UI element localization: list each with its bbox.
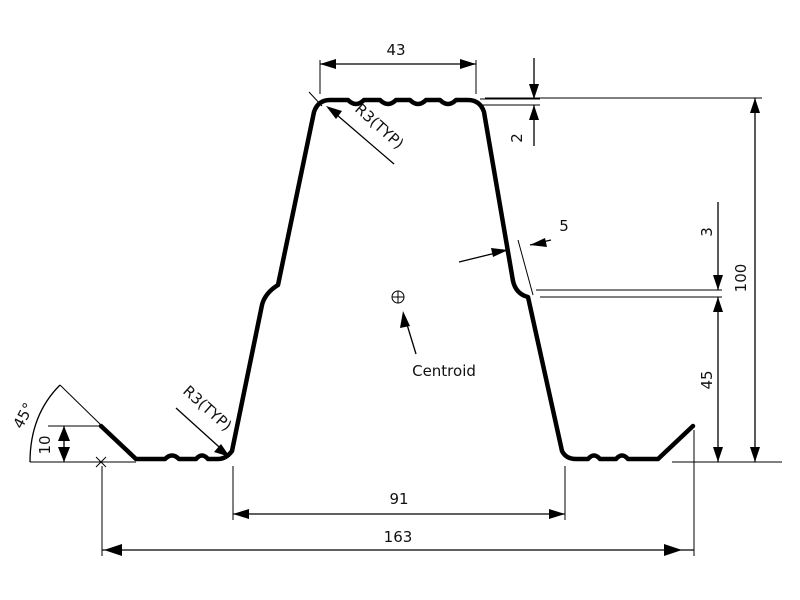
lower-height-label: 45 bbox=[698, 370, 716, 389]
dimension-lower-height bbox=[713, 297, 723, 462]
bottom-span-label: 91 bbox=[389, 490, 408, 508]
dimension-bottom-span bbox=[232, 466, 566, 520]
centroid-label: Centroid bbox=[412, 362, 476, 380]
edge-angle-label: 45° bbox=[9, 400, 37, 432]
edge-height-label: 10 bbox=[36, 435, 54, 454]
dimension-right-extensions bbox=[485, 97, 782, 463]
centroid-symbol-icon bbox=[391, 290, 405, 304]
bottom-radius-label: R3(TYP) bbox=[179, 382, 235, 435]
top-radius-label: R3(TYP) bbox=[351, 100, 407, 153]
sheet-profile bbox=[98, 97, 696, 462]
centroid-leader bbox=[400, 311, 417, 355]
dimension-total-height bbox=[750, 98, 760, 462]
total-height-label: 100 bbox=[732, 264, 750, 293]
web-offset-label: 5 bbox=[559, 217, 569, 235]
top-width-label: 43 bbox=[386, 41, 405, 59]
dimension-web-offset bbox=[458, 238, 552, 296]
bottom-radius-leader bbox=[175, 407, 230, 457]
dimension-upper-step bbox=[713, 202, 723, 290]
dimension-lip-depth bbox=[478, 58, 540, 146]
lip-depth-label: 2 bbox=[508, 133, 526, 143]
total-width-label: 163 bbox=[384, 528, 413, 546]
left-edge-extensions bbox=[30, 425, 136, 463]
dimension-edge-height bbox=[58, 426, 70, 462]
dimension-edge-angle bbox=[29, 384, 103, 463]
dimension-total-width bbox=[101, 430, 695, 556]
upper-step-label: 3 bbox=[698, 227, 716, 237]
dimension-top-width bbox=[319, 59, 477, 94]
top-radius-leader bbox=[308, 91, 395, 165]
cross-mark-icon bbox=[95, 456, 107, 468]
